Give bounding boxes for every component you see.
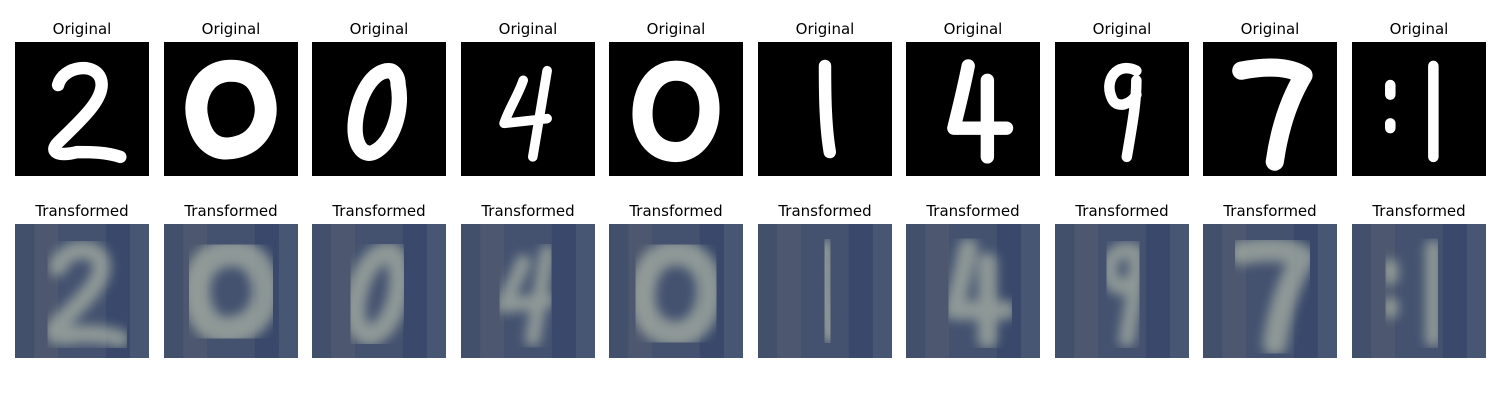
original-image-5 [609,42,743,176]
original-digit-1 [1352,42,1486,176]
transformed-image-4 [461,224,595,358]
transformed-digit-0 [164,224,298,358]
transformed-digit-2 [15,224,149,358]
transformed-title-9: Transformed [1223,202,1317,220]
transformed-image-3 [312,224,446,358]
transformed-digit-0 [609,224,743,358]
transformed-digit-4 [906,224,1040,358]
transformed-title-2: Transformed [184,202,278,220]
transformed-title-7: Transformed [926,202,1020,220]
original-title-8: Original [1092,20,1152,38]
original-title-4: Original [498,20,558,38]
original-title-7: Original [943,20,1003,38]
original-digit-0 [609,42,743,176]
original-digit-2 [15,42,149,176]
transformed-image-6 [758,224,892,358]
original-digit-0 [164,42,298,176]
original-digit-4 [461,42,595,176]
original-title-5: Original [646,20,706,38]
original-title-3: Original [349,20,409,38]
transformed-title-1: Transformed [35,202,129,220]
original-title-10: Original [1389,20,1449,38]
transformed-digit-7 [1203,224,1337,358]
transformed-title-6: Transformed [778,202,872,220]
transformed-digit-1 [758,224,892,358]
original-image-3 [312,42,446,176]
original-digit-1 [758,42,892,176]
original-image-1 [15,42,149,176]
original-image-7 [906,42,1040,176]
original-digit-9 [1055,42,1189,176]
transformed-digit-4 [461,224,595,358]
original-digit-4 [906,42,1040,176]
original-title-9: Original [1240,20,1300,38]
original-title-6: Original [795,20,855,38]
transformed-image-10 [1352,224,1486,358]
transformed-digit-9 [1055,224,1189,358]
original-image-2 [164,42,298,176]
transformed-title-4: Transformed [481,202,575,220]
original-image-10 [1352,42,1486,176]
transformed-title-3: Transformed [332,202,426,220]
original-image-4 [461,42,595,176]
transformed-image-8 [1055,224,1189,358]
original-image-6 [758,42,892,176]
transformed-image-9 [1203,224,1337,358]
transformed-image-2 [164,224,298,358]
original-image-9 [1203,42,1337,176]
transformed-title-8: Transformed [1075,202,1169,220]
transformed-digit-1 [1352,224,1486,358]
transformed-title-10: Transformed [1372,202,1466,220]
original-digit-0 [312,42,446,176]
original-digit-7 [1203,42,1337,176]
transformed-digit-0 [312,224,446,358]
transformed-image-7 [906,224,1040,358]
transformed-image-1 [15,224,149,358]
transformed-title-5: Transformed [629,202,723,220]
original-title-2: Original [201,20,261,38]
original-title-1: Original [52,20,112,38]
original-image-8 [1055,42,1189,176]
transformed-image-5 [609,224,743,358]
